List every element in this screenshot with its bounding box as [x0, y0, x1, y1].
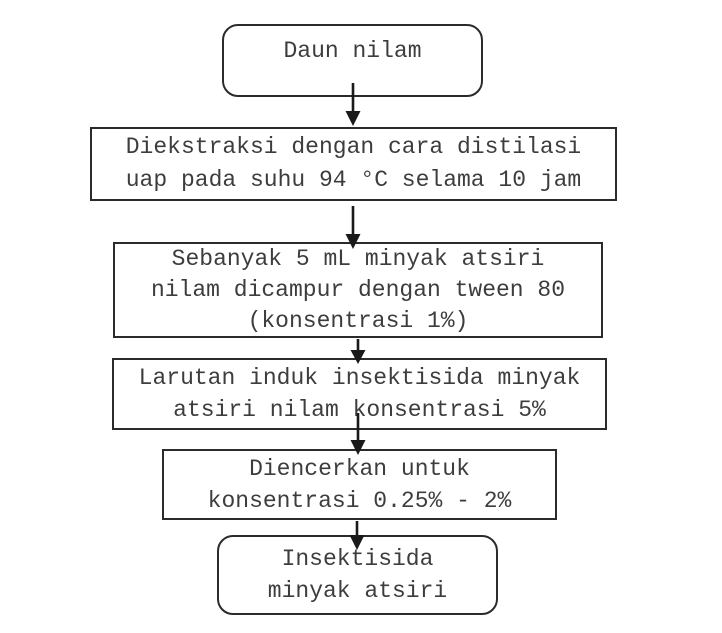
- node-text-line: Insektisida: [281, 546, 434, 572]
- node-text-line: minyak atsiri: [267, 578, 448, 604]
- node-larutan-induk: Larutan induk insektisida minyak atsiri …: [112, 358, 607, 430]
- node-text-line: uap pada suhu 94 °C selama 10 jam: [125, 167, 582, 193]
- node-text-line: atsiri nilam konsentrasi 5%: [173, 397, 546, 423]
- node-text-line: konsentrasi 0.25% - 2%: [207, 487, 512, 514]
- node-daun-nilam: Daun nilam: [222, 24, 483, 97]
- node-text-line: Daun nilam: [283, 38, 422, 64]
- node-text-line: Diencerkan untuk: [249, 455, 470, 482]
- node-text-line: (konsentrasi 1%): [247, 307, 469, 334]
- node-pengenceran: Diencerkan untuk konsentrasi 0.25% - 2%: [162, 449, 557, 520]
- node-text-line: nilam dicampur dengan tween 80: [150, 276, 566, 303]
- node-ekstraksi: Diekstraksi dengan cara distilasi uap pa…: [90, 127, 617, 201]
- node-pencampuran: Sebanyak 5 mL minyak atsiri nilam dicamp…: [113, 242, 603, 338]
- node-text-line: Sebanyak 5 mL minyak atsiri: [171, 245, 545, 272]
- node-text-line: Larutan induk insektisida minyak: [138, 365, 581, 391]
- node-text-line: Diekstraksi dengan cara distilasi: [125, 134, 582, 160]
- node-insektisida: Insektisida minyak atsiri: [217, 535, 498, 615]
